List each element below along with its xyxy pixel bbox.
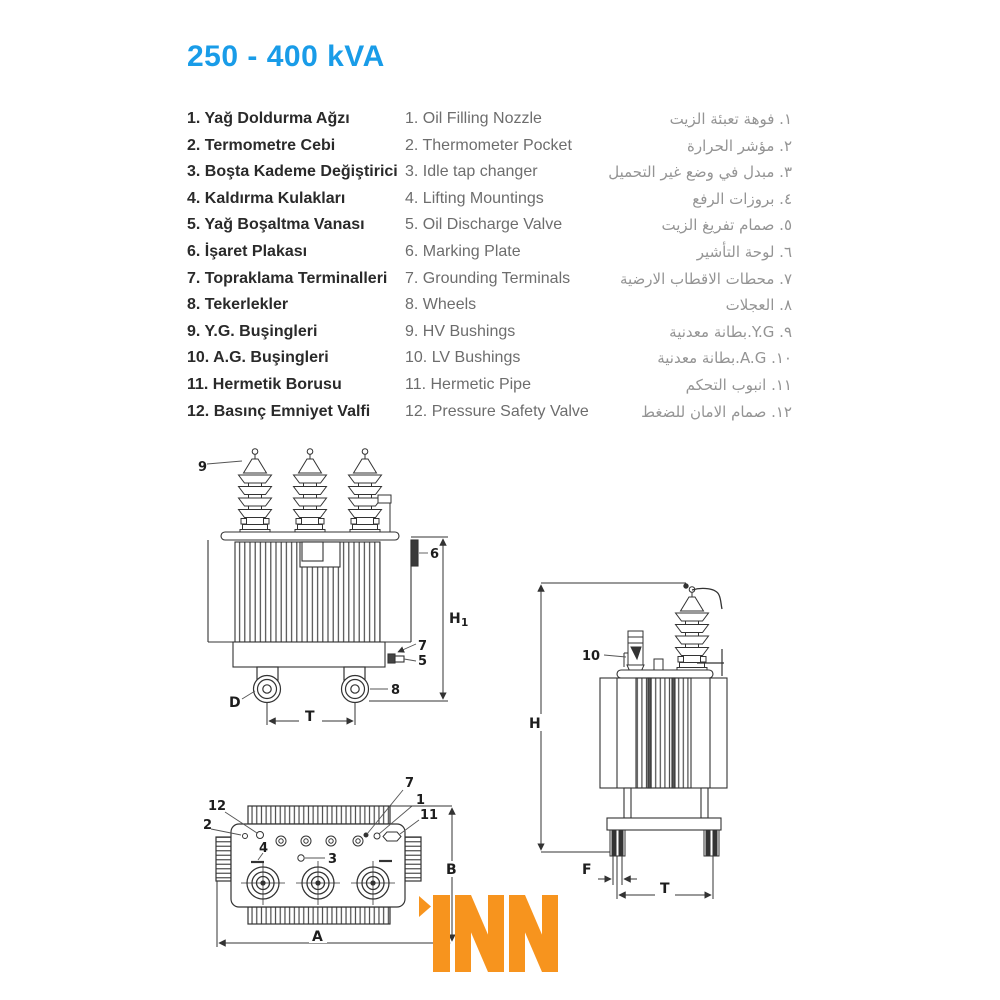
leader-line-10 bbox=[603, 654, 627, 658]
front-label-5: 5 bbox=[418, 654, 427, 669]
top-label-7: 7 bbox=[405, 776, 414, 791]
front-label-6: 6 bbox=[430, 547, 439, 562]
part-item-tr-4: 4. Kaldırma Kulakları bbox=[187, 189, 346, 207]
top-dim-a: A bbox=[312, 929, 323, 945]
part-item-tr-2: 2. Termometre Cebi bbox=[187, 136, 336, 154]
part-item-en-5: 5. Oil Discharge Valve bbox=[405, 216, 563, 234]
part-item-ar-5: ٥. صمام تفريغ الزيت bbox=[661, 216, 792, 235]
parts-list-english: 1. Oil Filling Nozzle 2. Thermometer Pock… bbox=[405, 106, 589, 425]
front-view-drawing: 9 6 7 5 8 D T H 1 bbox=[198, 448, 474, 725]
part-item-tr-11: 11. Hermetik Borusu bbox=[187, 375, 342, 393]
dimension-a bbox=[216, 881, 451, 947]
logo-chevron-icon bbox=[419, 896, 431, 917]
part-item-ar-7: ٧. محطات الاقطاب الارضية bbox=[619, 269, 792, 288]
part-item-en-8: 8. Wheels bbox=[405, 296, 477, 314]
part-item-ar-4: ٤. بروزات الرفع bbox=[692, 189, 792, 208]
part-item-ar-10: ١٠. A.G.بطانة معدنية bbox=[657, 349, 792, 368]
part-item-en-1: 1. Oil Filling Nozzle bbox=[405, 110, 542, 127]
front-dim-h-sub: 1 bbox=[461, 617, 468, 629]
hv-bushings-top bbox=[241, 861, 395, 905]
side-dim-h: H bbox=[529, 716, 541, 732]
top-label-12: 12 bbox=[208, 799, 226, 814]
page-title: 250 - 400 kVA bbox=[187, 40, 385, 73]
side-view-drawing: H 10 F T bbox=[526, 582, 728, 899]
parts-list-turkish: 1. Yağ Doldurma Ağzı 2. Termometre Cebi 3.… bbox=[187, 106, 398, 425]
pocket-circle bbox=[242, 833, 248, 839]
part-item-tr-5: 5. Yağ Boşaltma Vanası bbox=[187, 216, 365, 234]
top-label-1: 1 bbox=[416, 793, 425, 808]
front-dim-d: D bbox=[229, 695, 241, 711]
tank-front bbox=[207, 531, 419, 668]
part-item-en-6: 6. Marking Plate bbox=[405, 242, 521, 260]
leader-lines-front bbox=[206, 460, 428, 700]
side-dim-f: F bbox=[582, 862, 592, 878]
dimension-f bbox=[598, 856, 637, 885]
valve-circle bbox=[256, 831, 264, 839]
wheels-side bbox=[609, 829, 720, 857]
part-item-en-10: 10. LV Bushings bbox=[405, 349, 521, 367]
part-item-tr-12: 12. Basınç Emniyet Valfi bbox=[187, 402, 371, 420]
tank-top bbox=[215, 805, 422, 925]
front-dim-h: H bbox=[449, 611, 461, 627]
part-item-tr-1: 1. Yağ Doldurma Ağzı bbox=[187, 110, 350, 127]
part-item-ar-9: ٩. Y.G.بطانة معدنية bbox=[669, 322, 792, 341]
top-label-11: 11 bbox=[420, 808, 438, 823]
parts-list-arabic: ١. فوهة تعبئة الزيت ٢. مؤشر الحرارة ٣. مبد… bbox=[608, 106, 792, 425]
hermetic-pipe-hex bbox=[382, 831, 402, 842]
part-item-ar-2: ٢. مؤشر الحرارة bbox=[687, 136, 792, 155]
front-label-8: 8 bbox=[391, 683, 400, 698]
part-item-ar-8: ٨. العجلات bbox=[725, 296, 792, 315]
nozzle-circle bbox=[373, 832, 381, 840]
part-item-tr-9: 9. Y.G. Buşingleri bbox=[187, 322, 318, 340]
hv-bushings-front bbox=[238, 448, 392, 534]
logo: INN bbox=[419, 895, 558, 972]
part-item-ar-3: ٣. مبدل في وضع غير التحميل bbox=[608, 163, 792, 182]
part-item-tr-6: 6. İşaret Plakası bbox=[187, 242, 308, 260]
part-item-tr-3: 3. Boşta Kademe Değiştirici bbox=[187, 163, 398, 181]
top-view-drawing: 12 2 4 3 7 1 11 B A bbox=[203, 776, 460, 947]
marking-plate-tab bbox=[410, 539, 419, 567]
lv-bushings-top bbox=[242, 831, 402, 847]
part-item-en-2: 2. Thermometer Pocket bbox=[405, 136, 572, 154]
hv-bushing-side bbox=[675, 586, 724, 676]
part-item-en-7: 7. Grounding Terminals bbox=[405, 269, 571, 287]
top-dim-b: B bbox=[446, 862, 457, 878]
top-label-2: 2 bbox=[203, 818, 212, 833]
part-item-ar-11: ١١. انبوب التحكم bbox=[685, 375, 792, 394]
dimension-h1 bbox=[369, 536, 448, 702]
part-item-tr-7: 7. Topraklama Terminalleri bbox=[187, 269, 388, 287]
side-dim-t: T bbox=[660, 881, 670, 897]
part-item-en-3: 3. Idle tap changer bbox=[405, 163, 538, 181]
side-label-10: 10 bbox=[582, 649, 600, 664]
top-label-3: 3 bbox=[328, 852, 337, 867]
leader-lines-top bbox=[210, 789, 420, 861]
top-label-4: 4 bbox=[259, 841, 268, 856]
part-item-en-4: 4. Lifting Mountings bbox=[405, 189, 544, 207]
part-item-ar-12: ١٢. صمام الامان للضغط bbox=[641, 402, 792, 421]
logo-text: INN bbox=[433, 945, 451, 956]
part-item-tr-8: 8. Tekerlekler bbox=[187, 296, 289, 314]
logo-mark bbox=[419, 895, 558, 972]
part-item-en-11: 11. Hermetic Pipe bbox=[405, 375, 531, 393]
part-item-en-12: 12. Pressure Safety Valve bbox=[405, 402, 589, 420]
top-misc-marks bbox=[251, 854, 392, 864]
part-item-en-9: 9. HV Bushings bbox=[405, 322, 516, 340]
oil-discharge-valve bbox=[387, 653, 396, 664]
wheels-front bbox=[252, 666, 370, 704]
lv-bushing-side bbox=[623, 630, 664, 675]
front-dim-t: T bbox=[305, 709, 315, 725]
part-item-ar-1: ١. فوهة تعبئة الزيت bbox=[669, 110, 792, 128]
front-label-9: 9 bbox=[198, 460, 207, 475]
tank-side bbox=[599, 669, 728, 831]
part-item-tr-10: 10. A.G. Buşingleri bbox=[187, 349, 329, 367]
part-item-ar-6: ٦. لوحة التأشير bbox=[696, 242, 792, 261]
front-label-7: 7 bbox=[418, 639, 427, 654]
